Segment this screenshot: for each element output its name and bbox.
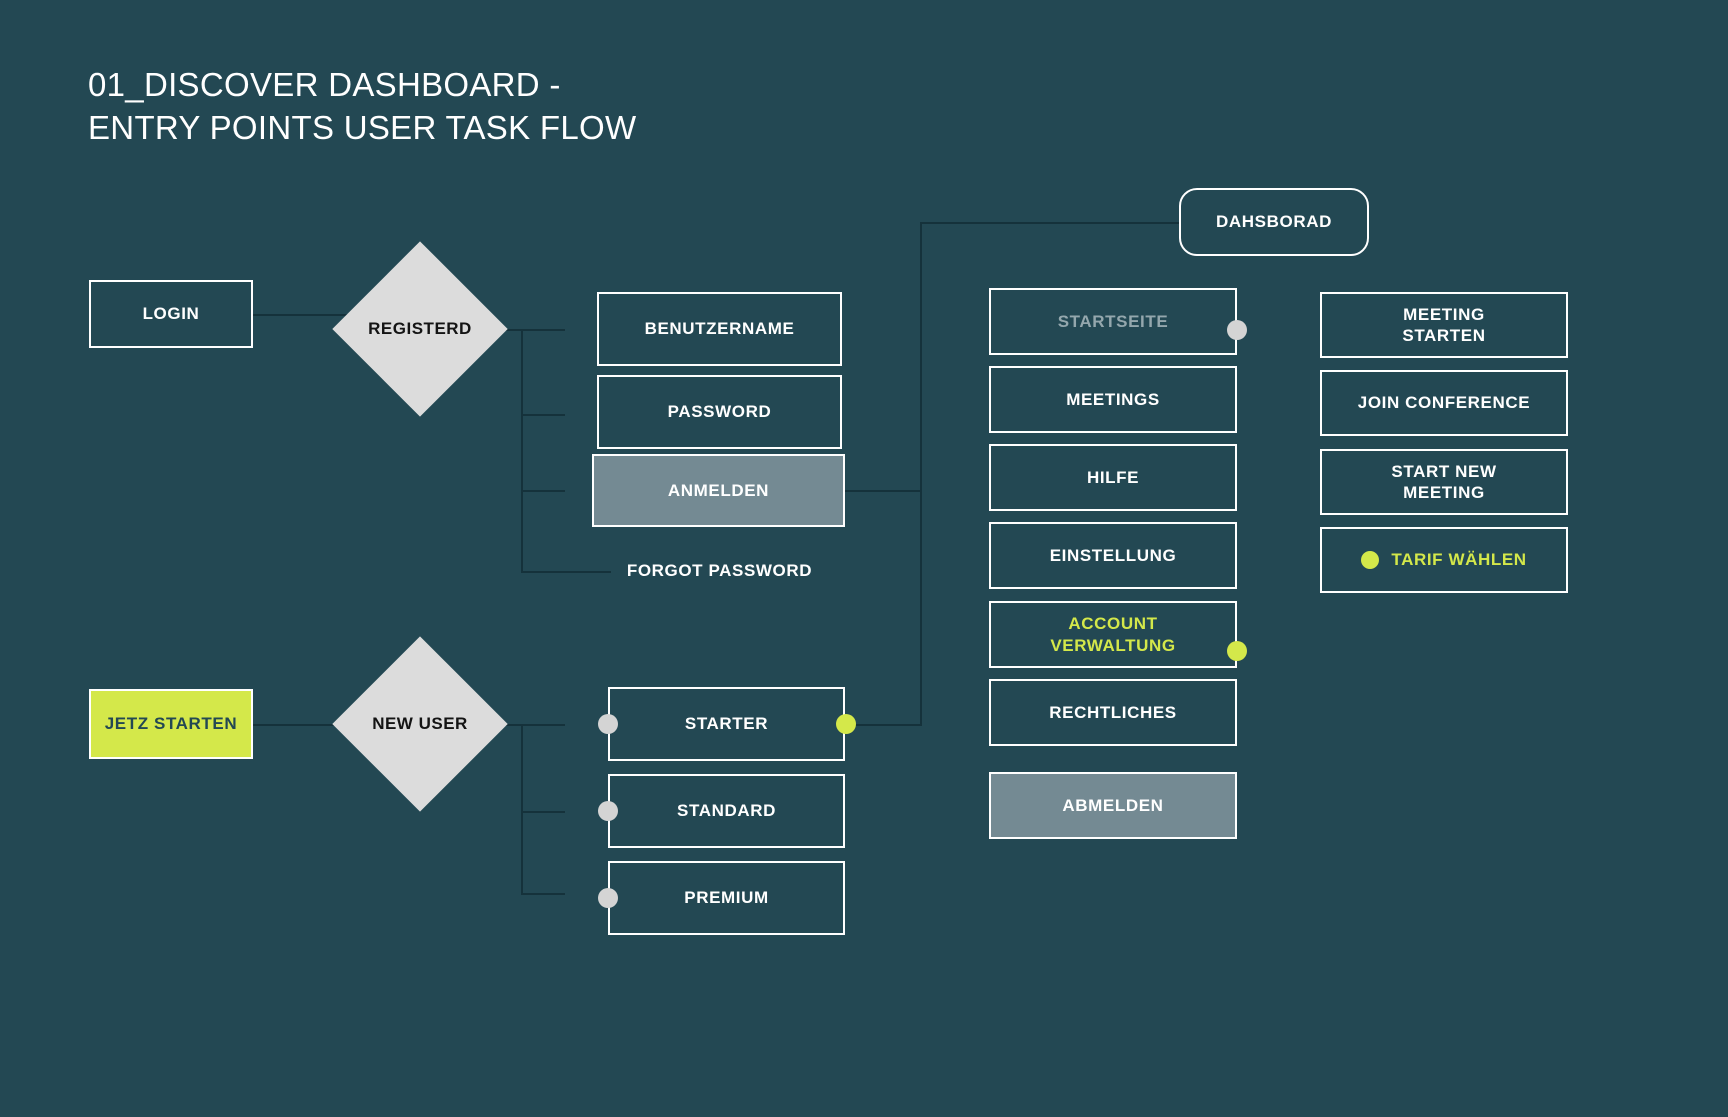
node-jetz-starten-label: JETZ STARTEN (104, 714, 238, 734)
node-login[interactable]: LOGIN (89, 280, 253, 348)
node-dashboard[interactable]: DAHSBORAD (1179, 188, 1369, 256)
menu-item-account-verwaltung[interactable]: ACCOUNT VERWALTUNG (989, 601, 1237, 668)
node-plan-standard-label: STANDARD (677, 801, 776, 821)
dot-starter-right (836, 714, 856, 734)
menu-item-rechtliches-label: RECHTLICHES (1049, 702, 1177, 722)
menu-item-einstellung[interactable]: EINSTELLUNG (989, 522, 1237, 589)
node-login-label: LOGIN (142, 304, 200, 324)
connector-dashboard-spine (920, 222, 922, 725)
menu-item-hilfe[interactable]: HILFE (989, 444, 1237, 511)
decision-registered-label: REGISTERD (368, 319, 472, 338)
node-jetz-starten[interactable]: JETZ STARTEN (89, 689, 253, 759)
node-plan-premium[interactable]: PREMIUM (608, 861, 845, 935)
menu-item-meetings-label: MEETINGS (1066, 389, 1160, 409)
dot-starter-left (598, 714, 618, 734)
connector-login-to-registered (253, 314, 360, 316)
action-meeting-starten[interactable]: MEETING STARTEN (1320, 292, 1568, 358)
decision-registered[interactable]: REGISTERD (332, 241, 508, 417)
menu-item-abmelden-label: ABMELDEN (1062, 795, 1164, 815)
connector-registered-to-password (521, 414, 565, 416)
menu-item-abmelden[interactable]: ABMELDEN (989, 772, 1237, 839)
node-dashboard-label: DAHSBORAD (1216, 212, 1332, 232)
connector-newuser-spine (521, 724, 523, 894)
connector-starter-to-spine (846, 724, 922, 726)
node-benutzername-label: BENUTZERNAME (644, 319, 795, 339)
node-benutzername[interactable]: BENUTZERNAME (597, 292, 842, 366)
connector-spine-to-dashboard (920, 222, 1179, 224)
node-plan-starter[interactable]: STARTER (608, 687, 845, 761)
node-anmelden[interactable]: ANMELDEN (592, 454, 845, 527)
connector-registered-spine (521, 329, 523, 572)
dot-account-verwaltung (1227, 641, 1247, 661)
action-tarif-waehlen[interactable]: TARIF WÄHLEN (1320, 527, 1568, 593)
dot-premium-left (598, 888, 618, 908)
node-password-label: PASSWORD (667, 402, 772, 422)
connector-newuser-to-standard (521, 811, 565, 813)
decision-new-user-label: NEW USER (372, 714, 468, 733)
menu-item-einstellung-label: EINSTELLUNG (1049, 545, 1177, 565)
action-tarif-waehlen-label: TARIF WÄHLEN (1391, 550, 1527, 570)
menu-item-startseite-label: STARTSEITE (1057, 311, 1169, 331)
node-password[interactable]: PASSWORD (597, 375, 842, 449)
menu-item-account-verwaltung-label: ACCOUNT VERWALTUNG (1050, 614, 1176, 655)
action-join-conference-label: JOIN CONFERENCE (1357, 393, 1531, 413)
connector-newuser-to-premium (521, 893, 565, 895)
dot-standard-left (598, 801, 618, 821)
page-title: 01_DISCOVER DASHBOARD - ENTRY POINTS USE… (88, 66, 637, 146)
node-plan-standard[interactable]: STANDARD (608, 774, 845, 848)
dot-tarif-waehlen (1361, 551, 1380, 569)
menu-item-rechtliches[interactable]: RECHTLICHES (989, 679, 1237, 746)
node-plan-premium-label: PREMIUM (684, 888, 769, 908)
connector-registered-to-anmelden (521, 490, 565, 492)
label-forgot-password[interactable]: FORGOT PASSWORD (597, 556, 842, 586)
action-meeting-starten-label: MEETING STARTEN (1402, 304, 1486, 345)
connector-anmelden-to-spine (844, 490, 922, 492)
menu-item-startseite[interactable]: STARTSEITE (989, 288, 1237, 355)
action-start-new-meeting-label: START NEW MEETING (1391, 461, 1497, 502)
connector-start-to-newuser (253, 724, 360, 726)
decision-new-user[interactable]: NEW USER (332, 636, 508, 812)
forgot-password-text: FORGOT PASSWORD (626, 561, 813, 580)
dot-startseite (1227, 320, 1247, 340)
node-anmelden-label: ANMELDEN (667, 480, 770, 500)
action-join-conference[interactable]: JOIN CONFERENCE (1320, 370, 1568, 436)
menu-item-hilfe-label: HILFE (1086, 467, 1140, 487)
node-plan-starter-label: STARTER (684, 714, 769, 734)
connector-registered-to-forgot (521, 571, 611, 573)
menu-item-meetings[interactable]: MEETINGS (989, 366, 1237, 433)
action-start-new-meeting[interactable]: START NEW MEETING (1320, 449, 1568, 515)
